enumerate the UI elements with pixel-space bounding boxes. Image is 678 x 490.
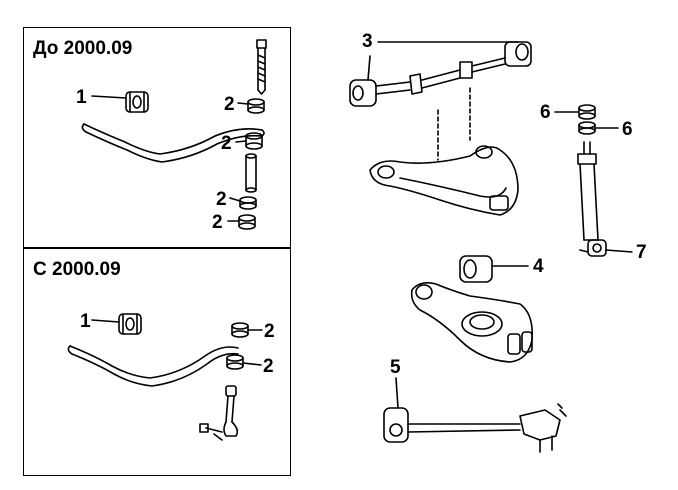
leader-p3b [367, 55, 371, 81]
shock-cushion-upper [578, 104, 596, 120]
panel-after-title: С 2000.09 [33, 259, 121, 280]
cushion-before-1 [247, 98, 265, 114]
bushing-before [125, 91, 149, 113]
cushion-before-2 [245, 132, 263, 150]
callout-6-upper: 6 [540, 102, 551, 123]
panel-before-frame [23, 27, 291, 248]
callout-1-after: 1 [80, 311, 91, 332]
callout-2-after-b: 2 [263, 356, 274, 377]
callout-4: 4 [533, 256, 544, 277]
callout-6-lower: 6 [622, 119, 633, 140]
bushing-after [118, 313, 142, 335]
cushion-before-3 [239, 196, 257, 210]
stabilizer-bar-after [67, 345, 239, 387]
leader-b2c [229, 197, 241, 202]
leader-p7 [605, 249, 633, 253]
stabilizer-link-after [199, 385, 239, 441]
leader-p5 [395, 377, 399, 409]
callout-2-before-a: 2 [224, 94, 235, 115]
lower-arm-bushing [459, 255, 493, 283]
stabilizer-bar-before [81, 123, 265, 163]
callout-2-before-d: 2 [212, 212, 223, 233]
leader-b2a [237, 102, 249, 105]
callout-2-before-b: 2 [221, 133, 232, 154]
leader-a2b [242, 362, 262, 366]
callout-2-before-c: 2 [216, 189, 227, 210]
panel-after-frame [23, 248, 291, 476]
callout-2-after-a: 2 [264, 321, 275, 342]
cushion-after-2 [226, 354, 244, 370]
panel-before-title: До 2000.09 [33, 38, 133, 59]
callout-1-before: 1 [76, 87, 87, 108]
cushion-before-4 [238, 214, 256, 230]
link-bolt-before [256, 39, 267, 95]
strut-rod [383, 403, 567, 453]
lower-control-arm [410, 282, 534, 363]
cushion-after-1 [231, 322, 249, 338]
upper-arm-shaft [349, 41, 532, 107]
shock-absorber [577, 141, 607, 257]
callout-7: 7 [636, 242, 647, 263]
dashed-assembly-lines [437, 87, 471, 161]
callout-5: 5 [390, 357, 401, 378]
upper-control-arm [369, 145, 519, 216]
callout-3: 3 [362, 31, 373, 52]
leader-b1 [91, 95, 127, 99]
leader-a1 [91, 319, 120, 323]
leader-b2b [235, 140, 247, 143]
sleeve-before [245, 153, 257, 193]
shock-cushion-lower [578, 121, 596, 135]
